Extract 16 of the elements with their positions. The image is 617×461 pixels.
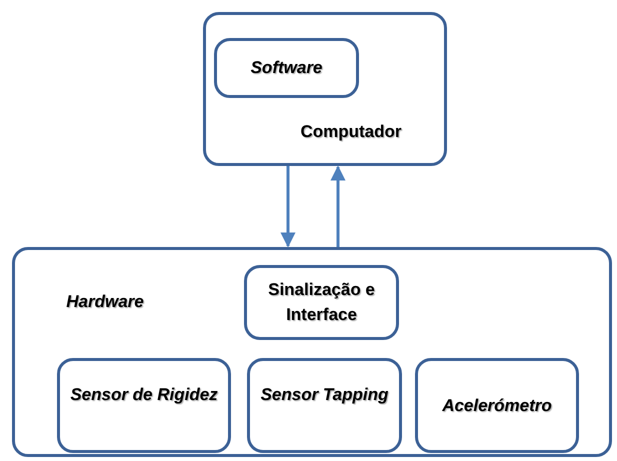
box-label: Sensor Tapping bbox=[260, 384, 390, 406]
box-label: Acelerómetro bbox=[441, 395, 553, 417]
rounded-box bbox=[247, 358, 402, 453]
arrow bbox=[280, 166, 296, 248]
rounded-box bbox=[12, 247, 612, 457]
box-label: Sinalização e Interface bbox=[267, 279, 376, 326]
box-label: Sensor de Rigidez bbox=[69, 384, 219, 406]
rounded-box bbox=[214, 38, 359, 98]
rounded-box bbox=[57, 358, 231, 453]
rounded-box bbox=[244, 265, 399, 340]
box-label: Hardware bbox=[65, 291, 145, 313]
rounded-box bbox=[203, 12, 447, 166]
arrow bbox=[330, 166, 346, 247]
box-label: Software bbox=[250, 57, 324, 79]
rounded-box bbox=[415, 358, 579, 453]
box-label: Computador bbox=[299, 121, 403, 143]
